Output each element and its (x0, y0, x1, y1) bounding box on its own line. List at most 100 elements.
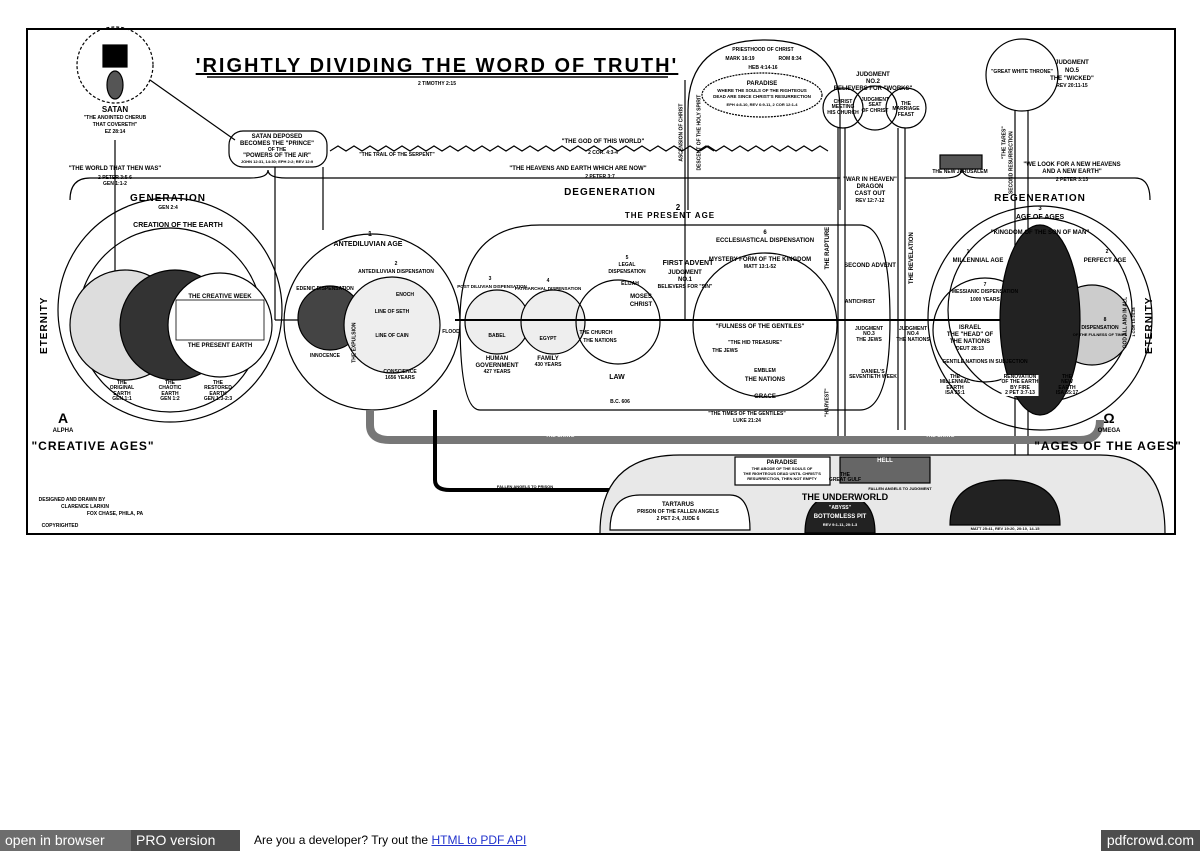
fallen-angels-path (433, 410, 640, 492)
satan-desc: "The Anointed Cherub (83, 115, 147, 121)
millennial-earth-label: TheMillennialEarthIsa 35:1 (939, 374, 971, 396)
omega-icon: Ω (1103, 410, 1115, 426)
judgment2-number: No.2 (865, 79, 881, 85)
eternity-right-label: Eternity (1143, 296, 1155, 354)
great-white-throne-label: "Great White Throne" (991, 69, 1053, 75)
grave-path (366, 410, 1104, 444)
nations-label: The Nations (744, 377, 786, 383)
messianic-label: Messianic Dispensation (951, 289, 1019, 295)
legal-number: 5 (625, 255, 629, 261)
present-age-outline (459, 224, 891, 411)
generation-label: Generation (130, 193, 206, 204)
abyss-label: "Abyss" (829, 505, 851, 511)
ecclesiastical-circle (692, 252, 838, 398)
prison-ref: 2 Pet 2:4, Jude 6 (656, 516, 700, 522)
new-heavens-label: And A New Earth" (1042, 169, 1102, 175)
underworld-paradise-desc: The Abode Of The Souls Of (751, 466, 813, 471)
hell-box (839, 456, 931, 484)
bc-label: B.C. 606 (610, 399, 630, 405)
ascension-label: Ascension Of Christ (678, 103, 685, 162)
family-label: Family (537, 356, 559, 362)
cain-label: Line Of Cain (375, 333, 409, 339)
renovation-label: RenovationOf The EarthBy Fire2 Pet 3:7-1… (1001, 374, 1039, 396)
satan-label: Satan (101, 105, 129, 114)
revelation-label: The Revelation (908, 232, 915, 285)
moses-label: Moses (630, 294, 652, 300)
antediluvian-number: 1 (368, 231, 372, 238)
god-all-label: God All And In All (1122, 296, 1129, 349)
pdfcrowd-brand-link[interactable]: pdfcrowd.com (1100, 830, 1200, 851)
title-reference: 2 Timothy 2:15 (418, 81, 456, 87)
regeneration-label: Regeneration (994, 193, 1086, 204)
judgment5-number: No.5 (1064, 68, 1080, 74)
restored-earth-label: TheRestoredEarthGen 1:3-2:3 (203, 380, 233, 402)
times-gentiles-label: "The Times Of The Gentiles" (708, 411, 786, 417)
dragon-label: Dragon (856, 184, 884, 190)
satan-fall-line (149, 79, 236, 141)
omega-label: Omega (1097, 428, 1121, 434)
paradise-desc: Dead Are Since Christ's Resurrection (713, 94, 811, 99)
creative-week-label: The Creative Week (188, 294, 252, 300)
god-of-world-ref: 2 Cor. 4:3-4 (588, 150, 618, 156)
tartarus-label: Tartarus (661, 502, 695, 508)
open-in-browser-button[interactable]: open in browser (0, 830, 131, 851)
priesthood-ref: Mark 16:19 (725, 56, 755, 62)
renovation-fire (999, 224, 1081, 416)
priesthood-ref: Heb 4:14-16 (748, 65, 778, 71)
pro-version-button[interactable]: PRO version (131, 830, 240, 851)
tartarus-shape (609, 494, 751, 531)
flood-label: Flood (442, 329, 460, 335)
fulness-label: "Fulness Of The Gentiles" (715, 324, 805, 330)
grave-label-right: The Grave (925, 433, 955, 439)
daniel-week-label: Daniel'sSeventieth Week (849, 369, 897, 381)
harvest-label: "Harvest" (824, 388, 831, 417)
postdiluvian-number: 3 (488, 276, 492, 282)
serpent-trail-right (699, 145, 829, 152)
new-heavens-label: "We Look For A New Heavens (1023, 162, 1121, 168)
descent-label: Descent Of The Holy Spirit (696, 94, 703, 171)
generation-circle (57, 197, 283, 423)
generation-ref: Gen 2:4 (158, 205, 178, 211)
underworld-paradise-box (734, 456, 831, 486)
babel-label: Babel (488, 333, 506, 339)
judgment2-label: Judgment (856, 72, 890, 78)
priesthood-label: Priesthood Of Christ (732, 47, 794, 53)
war-heaven-label: "War In Heaven" (843, 177, 897, 183)
present-age-number: 2 (675, 203, 681, 212)
serpent-trail (329, 145, 715, 152)
legal-circle (575, 279, 661, 365)
antediluvian-label: Antediluvian Age (333, 241, 403, 248)
chart-frame (26, 28, 1176, 535)
emblem-label: Emblem (754, 368, 776, 374)
bottomless-pit-ref: Rev 9:1-11, 20:1-3 (822, 522, 858, 527)
judgment5-ref: Rev 20:11-15 (1056, 83, 1088, 89)
gentile-nations-label: Gentile Nations In Subjection (942, 359, 1028, 365)
heavens-now-ref: 2 Peter 3:7 (585, 174, 615, 180)
mystery-ref: Matt 13:1-52 (743, 264, 777, 270)
satan-cherub-icon (76, 26, 154, 104)
church-label: The Church (579, 330, 613, 336)
law-label: Law (609, 374, 625, 381)
enoch-label: Enoch (395, 292, 415, 298)
mystery-label: Mystery Form Of The Kingdom (708, 257, 812, 263)
satan-deposed-text: Satan Deposed (251, 134, 303, 140)
paradise-cloud (701, 72, 823, 118)
new-heavens-ref: 2 Peter 3:13 (1055, 177, 1089, 183)
satan-deposed-text: Of The (267, 147, 287, 153)
satan-desc: That Covereth" (92, 122, 138, 128)
feast-circle (885, 87, 927, 129)
underworld-label: The Underworld (801, 492, 889, 503)
antediluvian-disp-number: 2 (394, 261, 398, 267)
html-to-pdf-link[interactable]: HTML to PDF API (431, 833, 527, 847)
degeneration-label: Degeneration (564, 187, 656, 198)
present-earth (167, 272, 273, 378)
second-resurrection-label: Second Resurrection (1008, 131, 1015, 195)
creation-label: Creation Of The Earth (133, 222, 223, 229)
underworld-paradise-desc: The Righteous Dead Until Christ's (743, 471, 821, 476)
alpha-icon: A (57, 410, 69, 426)
judgment4-label: JudgmentNo.4The Nations (896, 326, 930, 343)
developer-text: Are you a developer? Try out the (254, 833, 429, 847)
legal-label: Legal (618, 262, 636, 268)
perfect-number: 2 (1105, 249, 1109, 255)
cast-out-label: Cast Out (854, 191, 886, 197)
